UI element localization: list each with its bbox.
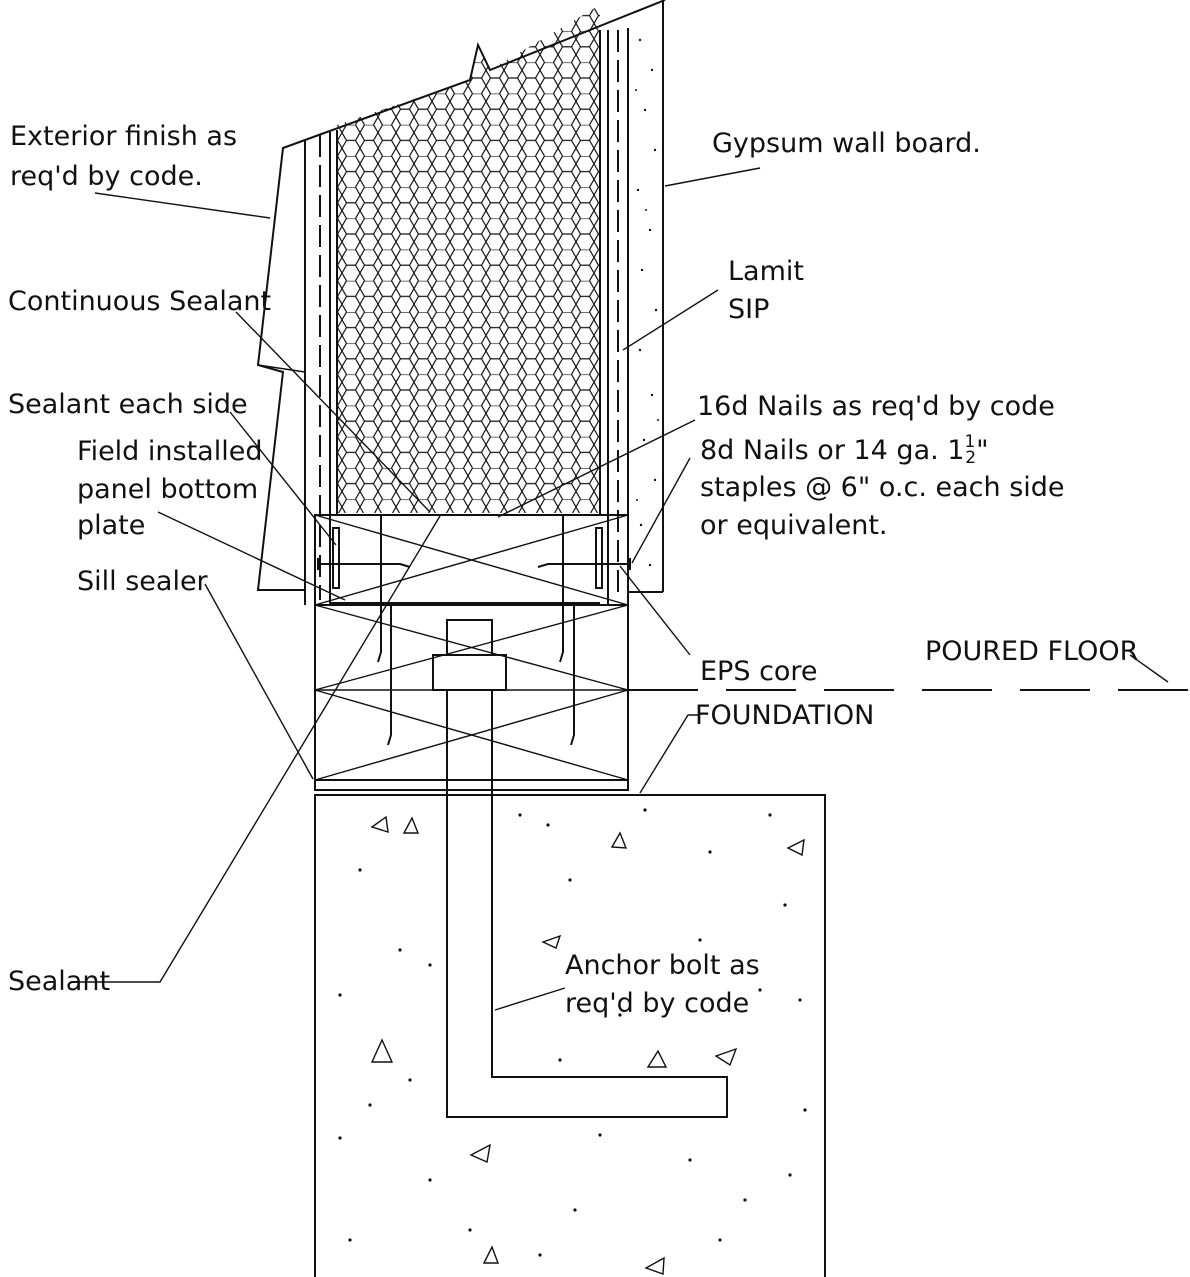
gypsum-stipple (635, 38, 659, 567)
annotation-labels: Exterior finish as req'd by code. Gypsum… (8, 121, 1138, 1019)
nails (317, 514, 631, 746)
label-sealant-each-side: Sealant each side (8, 389, 248, 420)
concrete-foundation (314, 794, 826, 1277)
label-foundation: FOUNDATION (695, 700, 874, 731)
label-anchor-bolt-2: req'd by code (565, 988, 749, 1019)
label-eps-core: EPS core (700, 656, 818, 687)
label-exterior-finish-1: Exterior finish as (10, 121, 237, 152)
label-16d-nails: 16d Nails as req'd by code (697, 391, 1055, 422)
label-field-installed-3: plate (77, 510, 145, 541)
label-exterior-finish-2: req'd by code. (10, 161, 203, 192)
exterior-finish-siding (256, 139, 306, 591)
label-gypsum: Gypsum wall board. (712, 128, 981, 159)
label-sip: SIP (728, 294, 769, 325)
label-lamit: Lamit (728, 256, 804, 287)
label-staples: staples @ 6" o.c. each side (700, 472, 1065, 503)
plate-assembly (314, 514, 629, 791)
label-continuous-sealant: Continuous Sealant (8, 286, 271, 317)
label-anchor-bolt-1: Anchor bolt as (565, 950, 760, 981)
leader-lines (70, 167, 1169, 1011)
anchor-bolt (432, 619, 728, 1118)
break-line (304, 0, 666, 141)
label-sealant: Sealant (8, 966, 110, 997)
label-or-equivalent: or equivalent. (700, 510, 887, 541)
label-sill-sealer: Sill sealer (77, 566, 209, 597)
label-poured-floor: POURED FLOOR (925, 636, 1138, 667)
label-field-installed-2: panel bottom (77, 474, 258, 505)
label-field-installed-1: Field installed (77, 436, 262, 467)
